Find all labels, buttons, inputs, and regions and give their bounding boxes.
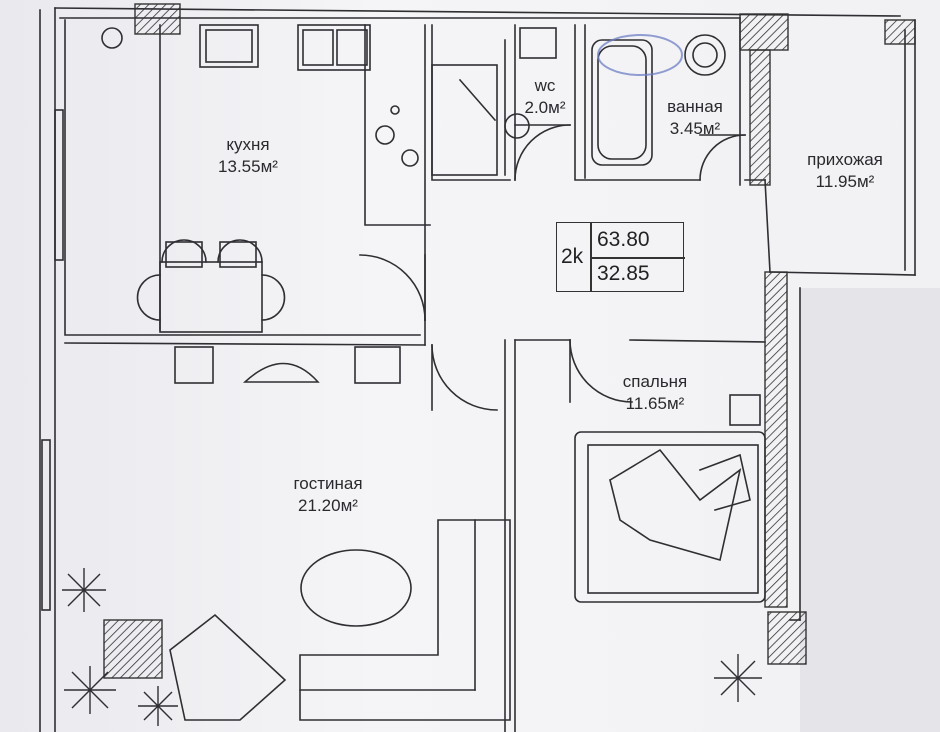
room-area: 2.0м² (524, 98, 566, 117)
room-name: wc (534, 76, 556, 95)
room-label-wc: wc 2.0м² (500, 75, 590, 119)
unit-total-area: 63.80 (597, 228, 650, 251)
windows (41, 109, 64, 611)
room-area: 3.45м² (669, 119, 721, 138)
room-area: 13.55м² (218, 157, 278, 176)
room-name: ванная (667, 97, 723, 116)
room-label-bedroom: спальня 11.65м² (595, 371, 715, 415)
room-label-bathroom: ванная 3.45м² (640, 96, 750, 140)
living-furniture (169, 346, 511, 721)
stamp-mark (597, 34, 683, 76)
plant-icons (62, 568, 762, 726)
room-area: 11.65м² (625, 394, 685, 413)
doors (359, 124, 746, 411)
paper-shadow (800, 288, 940, 732)
bed (574, 394, 766, 603)
bathroom-fixtures (431, 27, 726, 176)
kitchen-fixtures (101, 24, 419, 167)
room-label-kitchen: кухня 13.55м² (188, 134, 308, 178)
unit-summary-box: 2k 63.80 32.85 (556, 222, 685, 292)
room-name: гостиная (293, 474, 363, 493)
unit-divider-horizontal (590, 257, 685, 259)
room-area: 21.20м² (298, 496, 358, 515)
unit-living-area: 32.85 (597, 262, 650, 285)
unit-type: 2k (561, 245, 584, 268)
room-label-hallway: прихожая 11.95м² (780, 149, 910, 193)
room-name: кухня (226, 135, 270, 154)
room-area: 11.95м² (815, 172, 875, 191)
room-name: спальня (622, 372, 688, 391)
room-label-living: гостиная 21.20м² (258, 473, 398, 517)
room-name: прихожая (807, 150, 883, 169)
dining-set (136, 239, 286, 333)
structural-columns (103, 3, 916, 679)
